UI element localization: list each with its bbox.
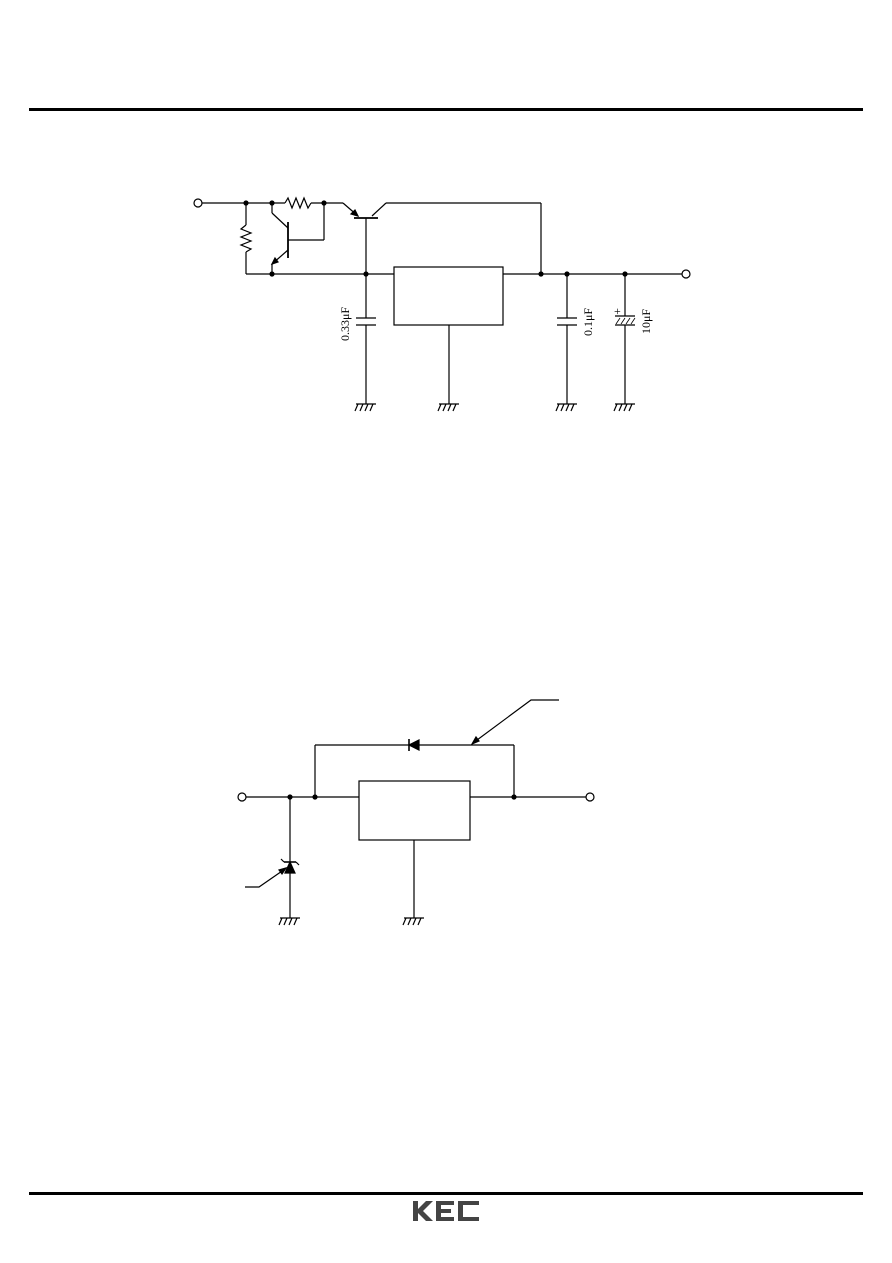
input-terminal xyxy=(237,792,247,802)
kec-logo xyxy=(413,1201,479,1221)
regulator-block xyxy=(393,266,504,326)
hatch xyxy=(625,317,631,325)
resistor-left xyxy=(239,224,253,253)
output-terminal xyxy=(681,269,691,279)
hatch xyxy=(620,317,626,325)
junction-dot xyxy=(269,271,275,277)
capacitor-c3-polarity: + xyxy=(614,304,621,318)
transistor-power-collector xyxy=(371,202,387,217)
regulator-block xyxy=(358,780,471,841)
hatch xyxy=(630,317,636,325)
zener-bend xyxy=(295,861,300,866)
arrow-icon xyxy=(277,866,288,876)
circuit-2 xyxy=(237,699,595,926)
diode-icon xyxy=(407,739,420,751)
ground-icon xyxy=(402,917,424,926)
zener-callout-leader xyxy=(245,868,286,888)
ground-icon xyxy=(613,403,635,412)
input-terminal xyxy=(193,198,203,208)
capacitor-c2-label: 0.1μF xyxy=(581,308,595,336)
junction-dot xyxy=(538,271,544,277)
diode-callout-leader xyxy=(472,699,559,744)
circuit-1: 0.33μF 0.1μF 10μF + xyxy=(193,196,691,412)
ground-icon xyxy=(354,403,376,412)
header-rule xyxy=(29,108,863,111)
output-terminal xyxy=(585,792,595,802)
resistor-top xyxy=(284,196,312,210)
emitter-arrow-icon xyxy=(349,208,360,217)
hatch xyxy=(615,317,621,325)
transistor-small-collector xyxy=(271,212,289,229)
ground-icon xyxy=(555,403,577,412)
emitter-arrow-icon xyxy=(270,256,279,266)
capacitor-c1-label: 0.33μF xyxy=(338,307,352,341)
footer-rule xyxy=(29,1192,863,1195)
zener-bend xyxy=(280,858,285,863)
ground-icon xyxy=(437,403,459,412)
ground-icon xyxy=(278,917,300,926)
arrow-icon xyxy=(470,735,480,746)
capacitor-c3-label: 10μF xyxy=(639,309,653,334)
